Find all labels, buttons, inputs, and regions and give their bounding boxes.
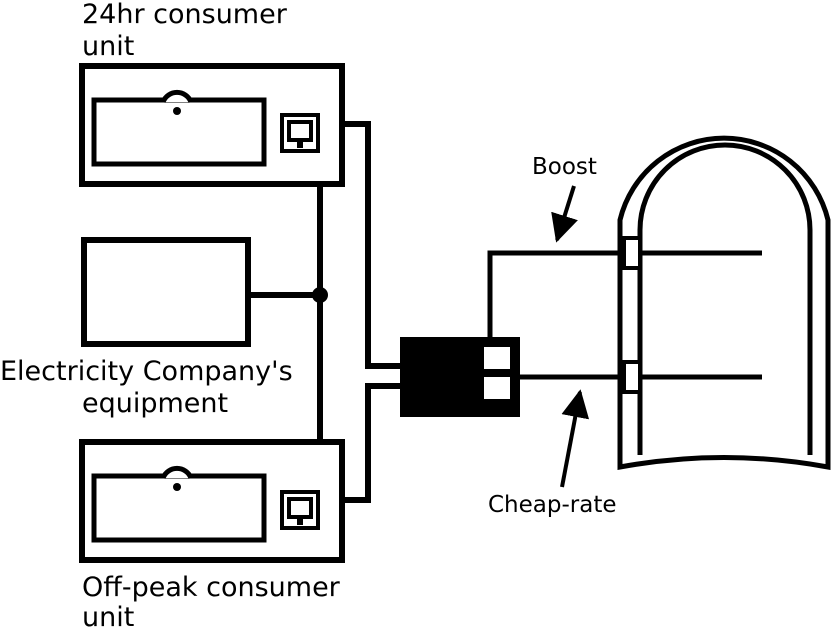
label-electricity-company-line2: equipment — [82, 388, 228, 419]
boost-arrow — [551, 185, 578, 243]
label-24hr-consumer-unit-line1: 24hr consumer — [82, 0, 288, 30]
label-electricity-company-line1: Electricity Company's — [0, 356, 293, 387]
element-wiring — [487, 250, 622, 380]
label-offpeak-consumer-unit-line1: Off-peak consumer — [82, 572, 341, 603]
label-24hr-consumer-unit-line2: unit — [82, 31, 134, 62]
junction-dot — [312, 287, 328, 303]
consumer-unit-offpeak — [79, 439, 345, 563]
label-boost: Boost — [532, 154, 597, 180]
label-offpeak-consumer-unit-line2: unit — [82, 602, 134, 630]
control-wiring — [342, 121, 400, 503]
consumer-unit-24hr — [79, 63, 345, 187]
cheap-rate-arrow — [560, 389, 590, 488]
cheap-rate-immersion-element — [622, 360, 762, 394]
hot-water-cylinder — [617, 135, 831, 470]
label-cheap-rate: Cheap-rate — [488, 492, 617, 518]
electricity-company-equipment-box — [81, 237, 251, 347]
switch-socket-icon — [280, 113, 320, 153]
meter-dial-icon — [160, 465, 194, 480]
supply-wiring — [248, 184, 323, 442]
meter-dial-icon — [160, 89, 194, 104]
switch-socket-icon — [280, 490, 320, 530]
boost-immersion-element — [622, 236, 762, 270]
control-switch-box — [400, 337, 520, 417]
